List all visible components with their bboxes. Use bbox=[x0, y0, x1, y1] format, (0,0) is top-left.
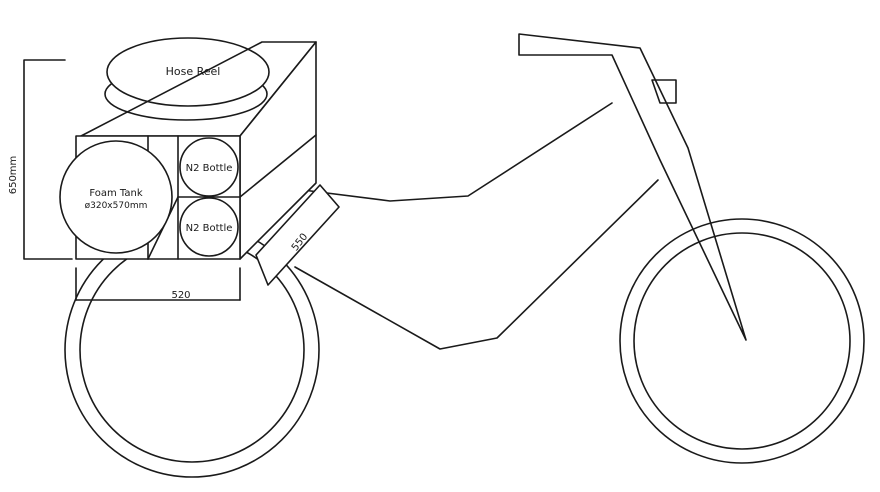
foam-tank-circle bbox=[59, 140, 173, 254]
front-wheel bbox=[619, 218, 865, 464]
foam-tank-label: Foam Tank bbox=[89, 188, 142, 199]
box-right-face-divider bbox=[239, 134, 317, 198]
hose-reel-upper-disc bbox=[106, 37, 270, 107]
frame-body-outline bbox=[294, 102, 613, 202]
hose-reel: Hose Reel bbox=[104, 37, 270, 121]
height-dimension-line bbox=[23, 59, 73, 260]
n2-bottle-top-label: N2 Bottle bbox=[186, 163, 233, 174]
hose-reel-label: Hose Reel bbox=[166, 65, 221, 78]
n2-bottle-bottom-circle bbox=[179, 197, 239, 257]
width-dimension-label: 520 bbox=[171, 290, 190, 301]
front-tyre-outer bbox=[619, 218, 865, 464]
n2-bottle-bottom-label: N2 Bottle bbox=[186, 223, 233, 234]
front-tyre-inner bbox=[633, 232, 851, 450]
motorcycle-frame bbox=[294, 33, 747, 350]
height-dimension-label: 650mm bbox=[8, 156, 19, 195]
handlebar bbox=[518, 33, 747, 341]
mounting-bracket-shape bbox=[255, 184, 340, 286]
n2-bottle-bottom: N2 Bottle bbox=[179, 197, 239, 257]
frame-lower-outline bbox=[294, 179, 659, 350]
foam-tank-size-label: ø320x570mm bbox=[85, 201, 148, 211]
width-dimension: 520 bbox=[75, 267, 241, 301]
n2-bottle-top: N2 Bottle bbox=[179, 137, 239, 197]
height-dimension: 650mm bbox=[8, 59, 73, 260]
n2-bottle-top-circle bbox=[179, 137, 239, 197]
headlight-bracket bbox=[651, 79, 677, 104]
foam-tank: Foam Tank ø320x570mm bbox=[59, 140, 173, 254]
